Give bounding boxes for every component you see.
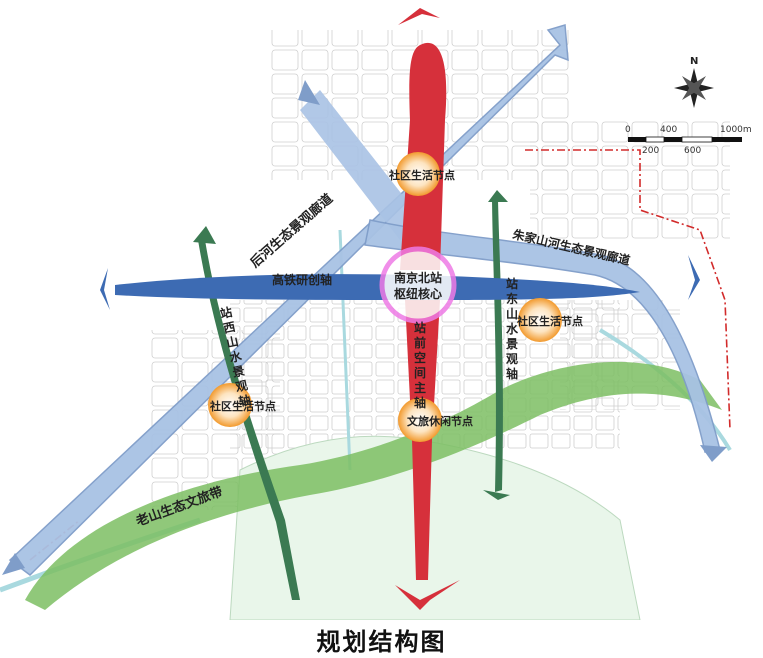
west-axis-label: 站 西 山 水 景 观 轴 [219, 304, 253, 409]
svg-text:水: 水 [506, 321, 519, 336]
svg-text:景: 景 [231, 364, 246, 380]
community-node-east: 社区生活节点 [516, 298, 583, 342]
svg-text:前: 前 [414, 335, 426, 350]
west-landscape-axis [193, 226, 300, 600]
east-landscape-axis [483, 190, 510, 500]
svg-text:观: 观 [506, 352, 518, 366]
svg-text:山: 山 [506, 306, 518, 321]
community-node-west: 社区生活节点 [208, 383, 276, 427]
laoshan-eco-belt [25, 361, 722, 610]
hub-label-line2: 枢纽核心 [394, 286, 442, 301]
svg-text:社区生活节点: 社区生活节点 [516, 314, 583, 328]
svg-text:0: 0 [625, 125, 631, 135]
svg-text:间: 间 [414, 365, 426, 380]
svg-text:文旅休闲节点: 文旅休闲节点 [407, 414, 473, 428]
houhe-corridor [2, 24, 569, 576]
map-caption: 规划结构图 [316, 628, 447, 656]
svg-text:东: 东 [506, 291, 518, 306]
svg-text:1000m: 1000m [720, 125, 752, 135]
tourism-node: 文旅休闲节点 [398, 398, 473, 442]
east-axis-label: 站 东 山 水 景 观 轴 [506, 276, 519, 381]
planning-map: 南京北站 枢纽核心 社区生活节点 社区生活节点 社区生活节点 文旅休闲节点 高铁… [0, 8, 752, 620]
svg-text:空: 空 [414, 350, 426, 365]
community-node-north: 社区生活节点 [388, 152, 455, 196]
svg-text:轴: 轴 [237, 392, 252, 409]
svg-text:主: 主 [414, 380, 426, 395]
svg-text:400: 400 [660, 125, 677, 135]
svg-text:西: 西 [222, 320, 237, 336]
svg-text:站: 站 [506, 276, 518, 291]
svg-text:站: 站 [414, 320, 426, 335]
hub-ring [379, 246, 457, 324]
zhujiashan-corridor [364, 219, 727, 462]
svg-text:200: 200 [642, 146, 659, 156]
compass-icon: N [674, 56, 714, 108]
rail-innovation-axis [100, 255, 700, 310]
svg-text:社区生活节点: 社区生活节点 [209, 399, 276, 413]
svg-text:轴: 轴 [414, 395, 426, 410]
svg-text:水: 水 [228, 348, 244, 365]
station-front-axis-label: 站 前 空 间 主 轴 [414, 320, 426, 410]
rail-axis-label: 高铁研创轴 [272, 272, 332, 287]
svg-text:景: 景 [506, 337, 518, 351]
svg-text:站: 站 [219, 304, 234, 321]
compass-north: N [690, 56, 698, 67]
svg-text:观: 观 [234, 378, 249, 394]
svg-text:轴: 轴 [506, 366, 518, 381]
scale-bar: 0 400 1000m 200 600 [625, 125, 752, 156]
svg-text:山: 山 [225, 333, 240, 350]
svg-text:600: 600 [684, 146, 701, 156]
hub-label-line1: 南京北站 [394, 270, 442, 285]
svg-text:社区生活节点: 社区生活节点 [388, 168, 455, 182]
